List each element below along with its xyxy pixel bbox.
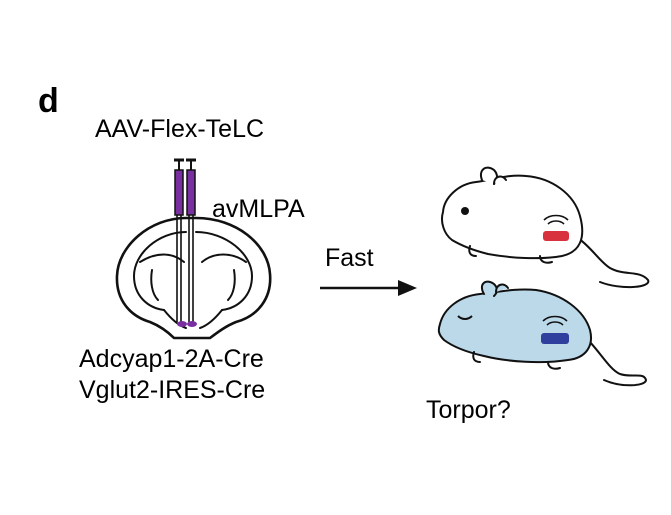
wireless-transmitter-icon <box>541 315 569 344</box>
genotype-label-2: Vglut2-IRES-Cre <box>79 376 266 404</box>
injection-label: AAV-Flex-TeLC <box>95 115 265 143</box>
arrow-icon <box>320 280 417 296</box>
genotype-label-1: Adcyap1-2A-Cre <box>79 345 264 373</box>
outcome-label: Torpor? <box>426 396 511 424</box>
panel-letter: d <box>38 82 59 120</box>
mouse-torpid-icon <box>437 280 647 387</box>
injection-pipette-icon <box>174 158 197 327</box>
wireless-transmitter-icon <box>543 214 569 241</box>
mouse-awake-icon <box>441 166 650 288</box>
brain-section-icon <box>115 216 272 340</box>
target-region-label: avMLPA <box>212 195 305 223</box>
condition-label: Fast <box>325 244 374 272</box>
